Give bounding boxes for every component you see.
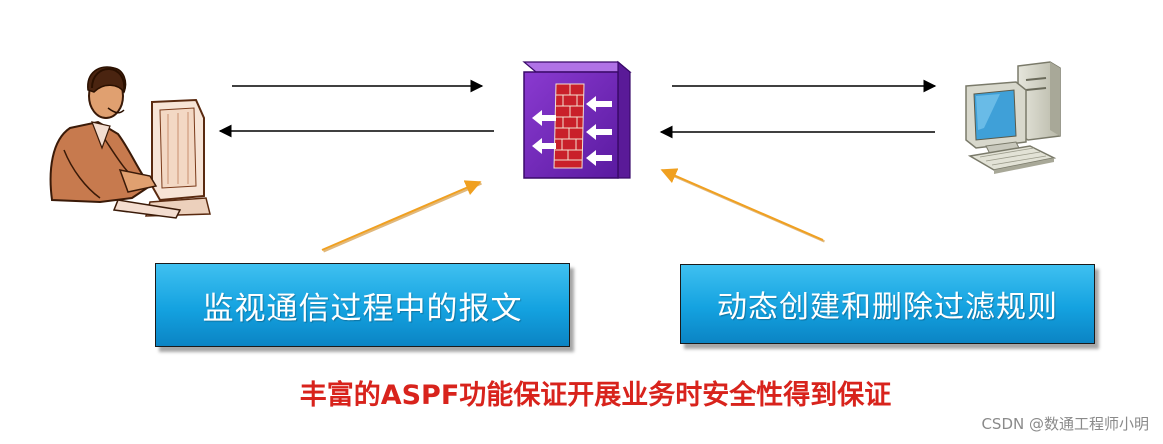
annotation-arrow-left	[321, 180, 482, 253]
caption-text: 丰富的ASPF功能保证开展业务时安全性得到保证	[299, 380, 892, 411]
watermark-text: CSDN @数通工程师小明	[981, 415, 1149, 433]
annotation-arrow-right	[660, 168, 825, 243]
firewall-icon	[522, 60, 632, 179]
desktop-computer-icon	[965, 61, 1061, 174]
dynamic-rules-box: 动态创建和删除过滤规则	[680, 264, 1095, 344]
user-at-computer-icon	[49, 66, 211, 219]
monitor-packets-box: 监视通信过程中的报文	[155, 263, 570, 347]
